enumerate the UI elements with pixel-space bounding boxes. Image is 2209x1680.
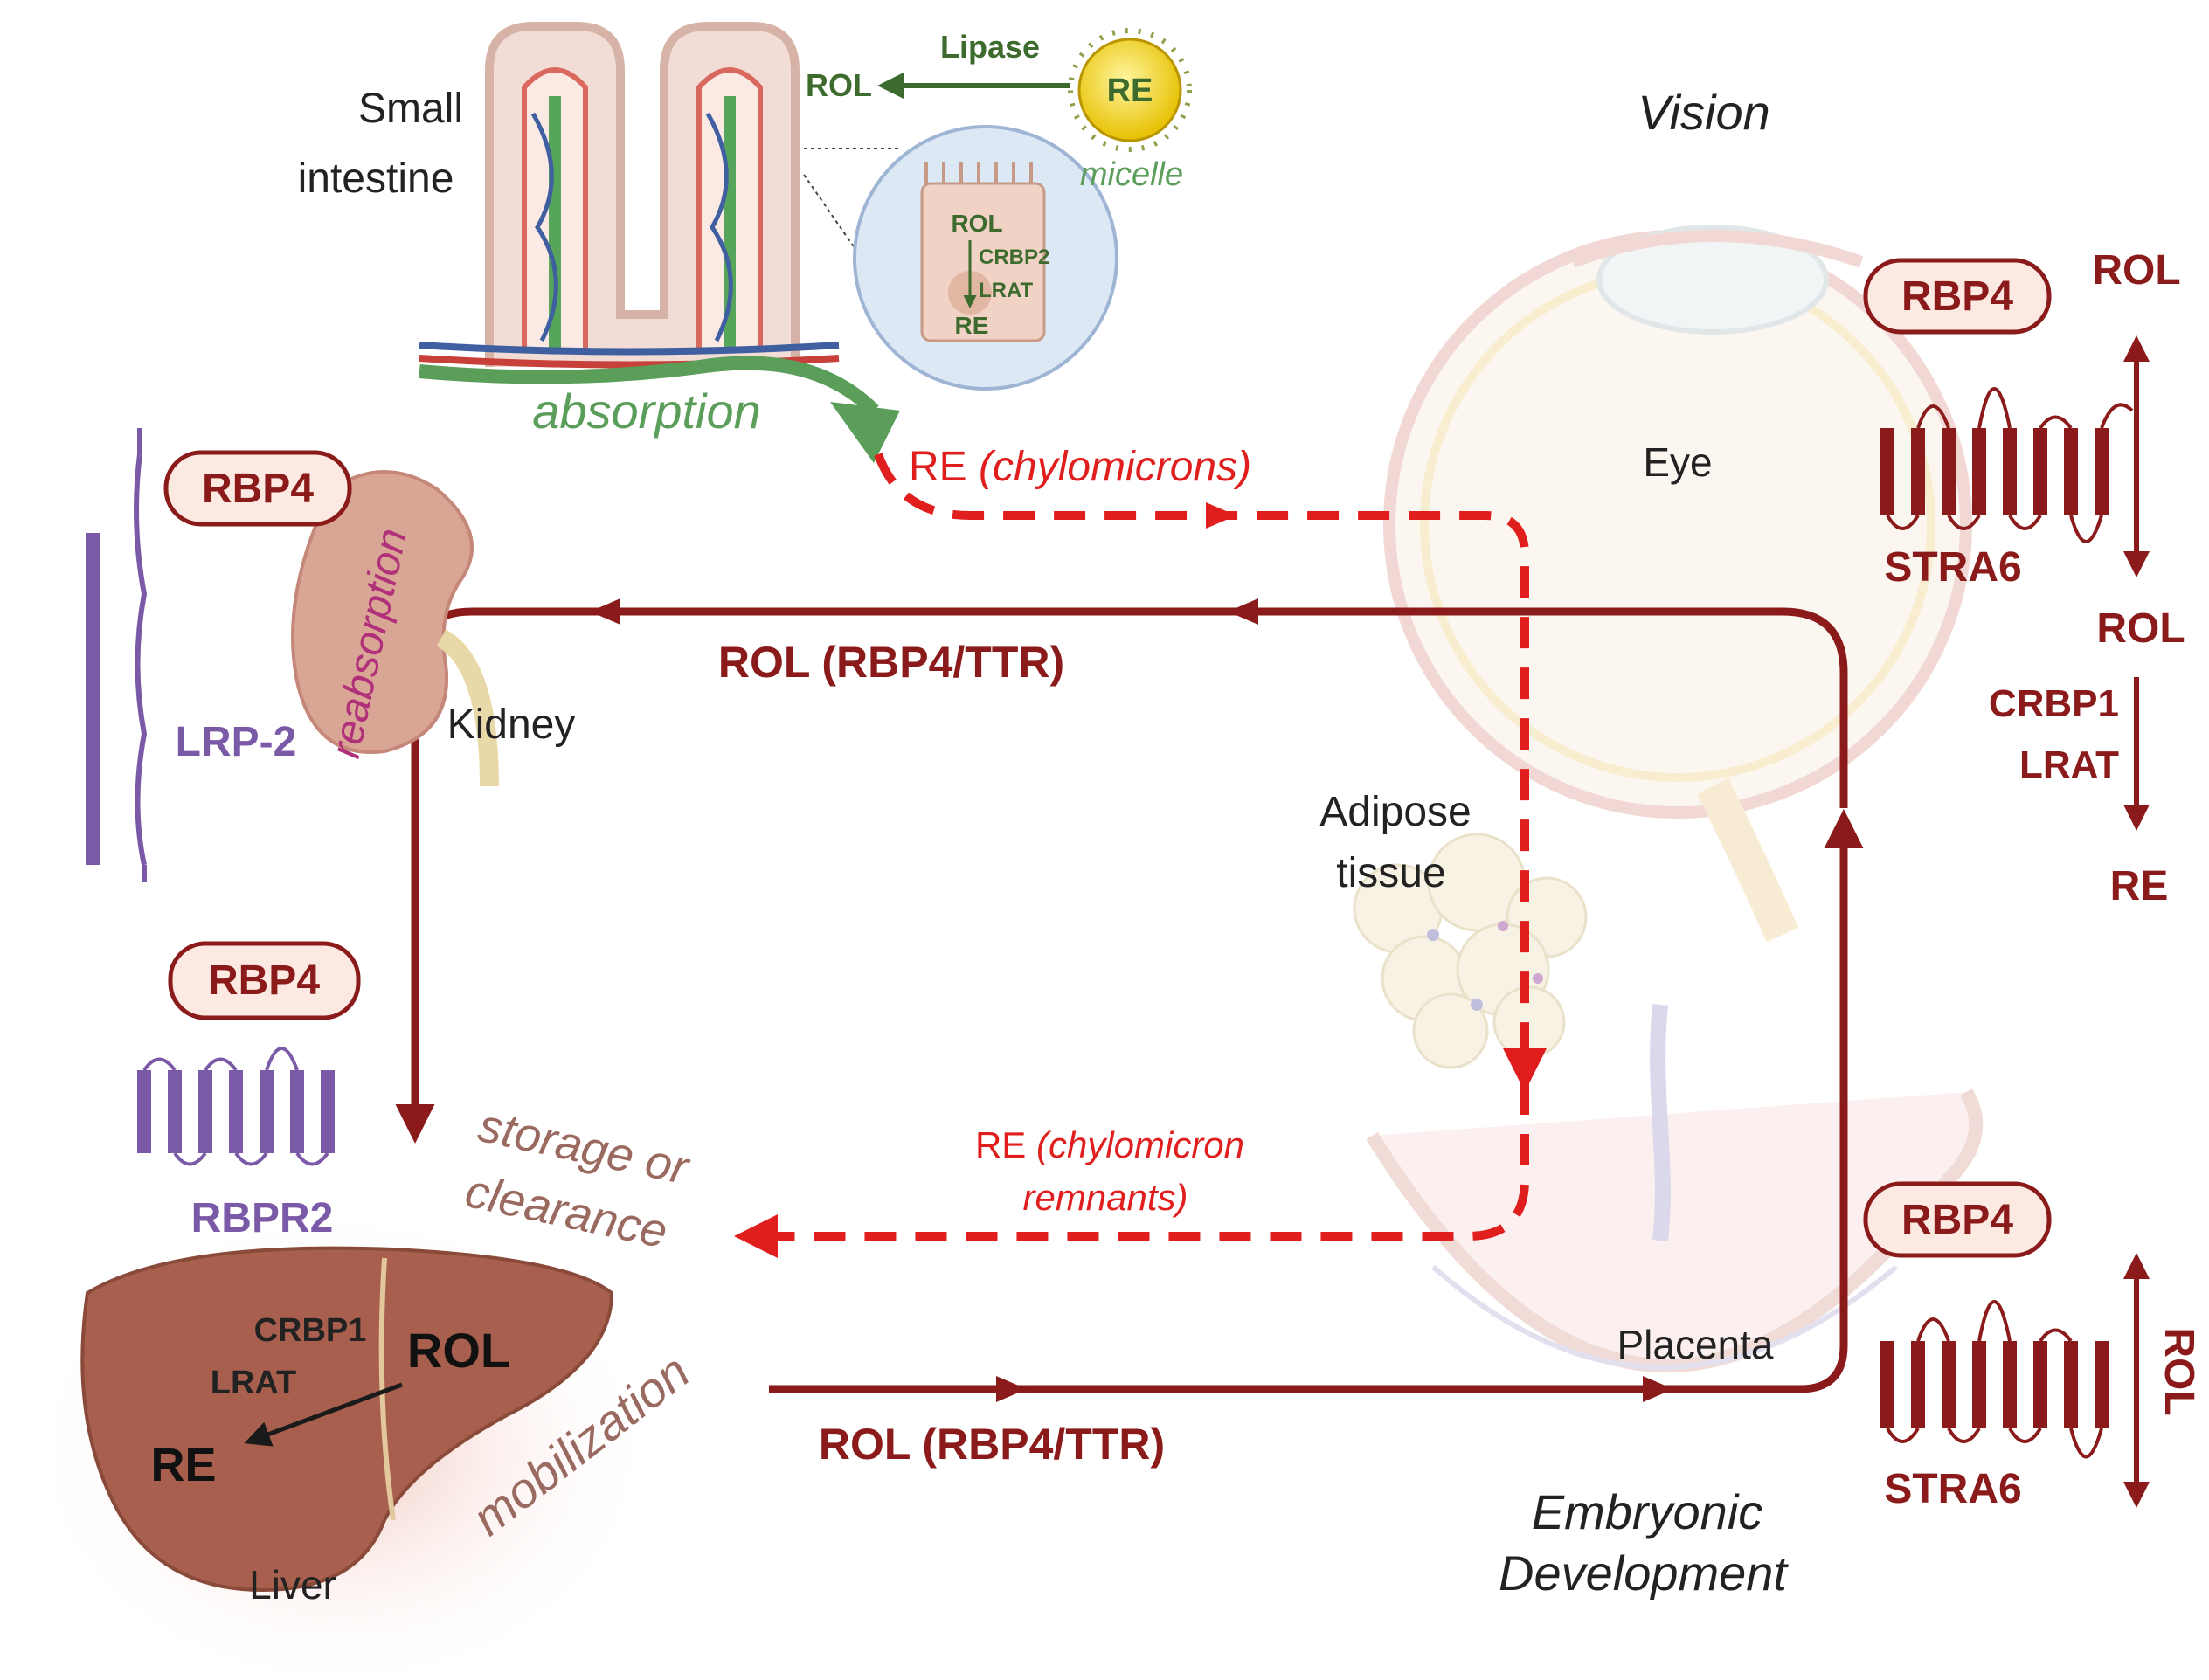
vision-lrat: LRAT (2019, 743, 2119, 786)
rbpr2-receptor-icon (137, 1047, 335, 1166)
circulation-top-arrowhead-left (590, 598, 620, 625)
embryo-title-line1: Embryonic (1532, 1484, 1763, 1539)
cell-lrat: LRAT (979, 279, 1034, 302)
chylomicron-path (874, 453, 1547, 1092)
adipose-line2: tissue (1336, 850, 1445, 896)
embryo-rbp4-badge (1863, 1181, 2052, 1258)
remnants-line1: RE (chylomicron (975, 1124, 1244, 1165)
rbpr2-label: RBPR2 (191, 1195, 334, 1241)
vision-crbp1: CRBP1 (1989, 682, 2119, 725)
liver-rbp4-badge (168, 941, 361, 1020)
embryo-stra6-label: STRA6 (1884, 1466, 2021, 1512)
remnants-line2: remnants) (1022, 1177, 1188, 1218)
liver-lrat: LRAT (211, 1365, 297, 1401)
lipase-label: Lipase (940, 29, 1040, 65)
eye-illustration (1383, 225, 1972, 943)
eye-label: Eye (1643, 439, 1712, 485)
circulation-bottom-arrowhead-mid (996, 1376, 1027, 1402)
kidney-label: Kidney (447, 702, 576, 748)
kidney-rbp4-text: RBP4 (202, 466, 314, 512)
liver-label: Liver (249, 1562, 336, 1607)
absorption-label: absorption (532, 384, 761, 439)
micelle-label: micelle (1080, 156, 1183, 193)
intestine-label-line1: Small (358, 86, 463, 132)
vision-re: RE (2110, 863, 2169, 909)
adipose-tissue-illustration (1353, 833, 1588, 1069)
intestine-label-line2: intestine (298, 156, 454, 202)
cell-re: RE (955, 312, 989, 339)
liver-re: RE (150, 1439, 216, 1491)
embryo-title-line2: Development (1499, 1545, 1789, 1600)
vision-stra6-label: STRA6 (1884, 544, 2021, 591)
vision-rol-mid: ROL (2096, 605, 2185, 652)
enterocyte-zoom (803, 125, 1118, 391)
placenta-label: Placenta (1617, 1322, 1773, 1367)
kidney-rbp4-badge (163, 450, 352, 527)
circulation-top-arrowhead-right (1228, 598, 1258, 625)
lrp2-label: LRP-2 (176, 719, 297, 765)
circulation-bottom-label: ROL (RBP4/TTR) (819, 1420, 1165, 1469)
micelle-icon (1068, 28, 1192, 152)
embryo-rbp4-text: RBP4 (1901, 1197, 2013, 1243)
liver-rol: ROL (407, 1323, 510, 1378)
vision-stra6-receptor-icon (1880, 387, 2134, 543)
cell-rol: ROL (951, 210, 1002, 237)
cell-crbp2: CRBP2 (979, 245, 1049, 269)
vision-rbp4-text: RBP4 (1901, 273, 2013, 320)
vision-title: Vision (1638, 85, 1770, 140)
circulation-loop-bottom (769, 809, 1864, 1393)
circulation-top-label: ROL (RBP4/TTR) (718, 638, 1064, 687)
remnants-path (734, 1083, 1529, 1258)
liver-rbp4-text: RBP4 (208, 958, 320, 1004)
kidney-illustration (291, 470, 499, 787)
vision-rol-top: ROL (2092, 247, 2180, 294)
adipose-line1: Adipose (1319, 789, 1471, 835)
small-intestine-illustration (419, 22, 840, 369)
embryo-rol: ROL (2156, 1327, 2202, 1415)
absorption-arrow (419, 356, 879, 416)
absorption-arrowhead (830, 402, 900, 463)
liver-crbp1: CRBP1 (254, 1312, 367, 1349)
intestine-rol: ROL (806, 67, 872, 103)
micelle-re: RE (1107, 73, 1153, 109)
vision-rbp4-badge (1863, 258, 2052, 335)
liver-rol-to-re-arrow (244, 1382, 403, 1447)
circulation-bottom-arrowhead-right (1643, 1376, 1673, 1402)
chylomicron-label: RE (chylomicrons) (909, 444, 1251, 490)
lrp2-receptor-icon (86, 428, 148, 882)
embryo-stra6-receptor-icon (1880, 1300, 2109, 1459)
chylomicron-mid-arrowhead (1206, 502, 1236, 529)
